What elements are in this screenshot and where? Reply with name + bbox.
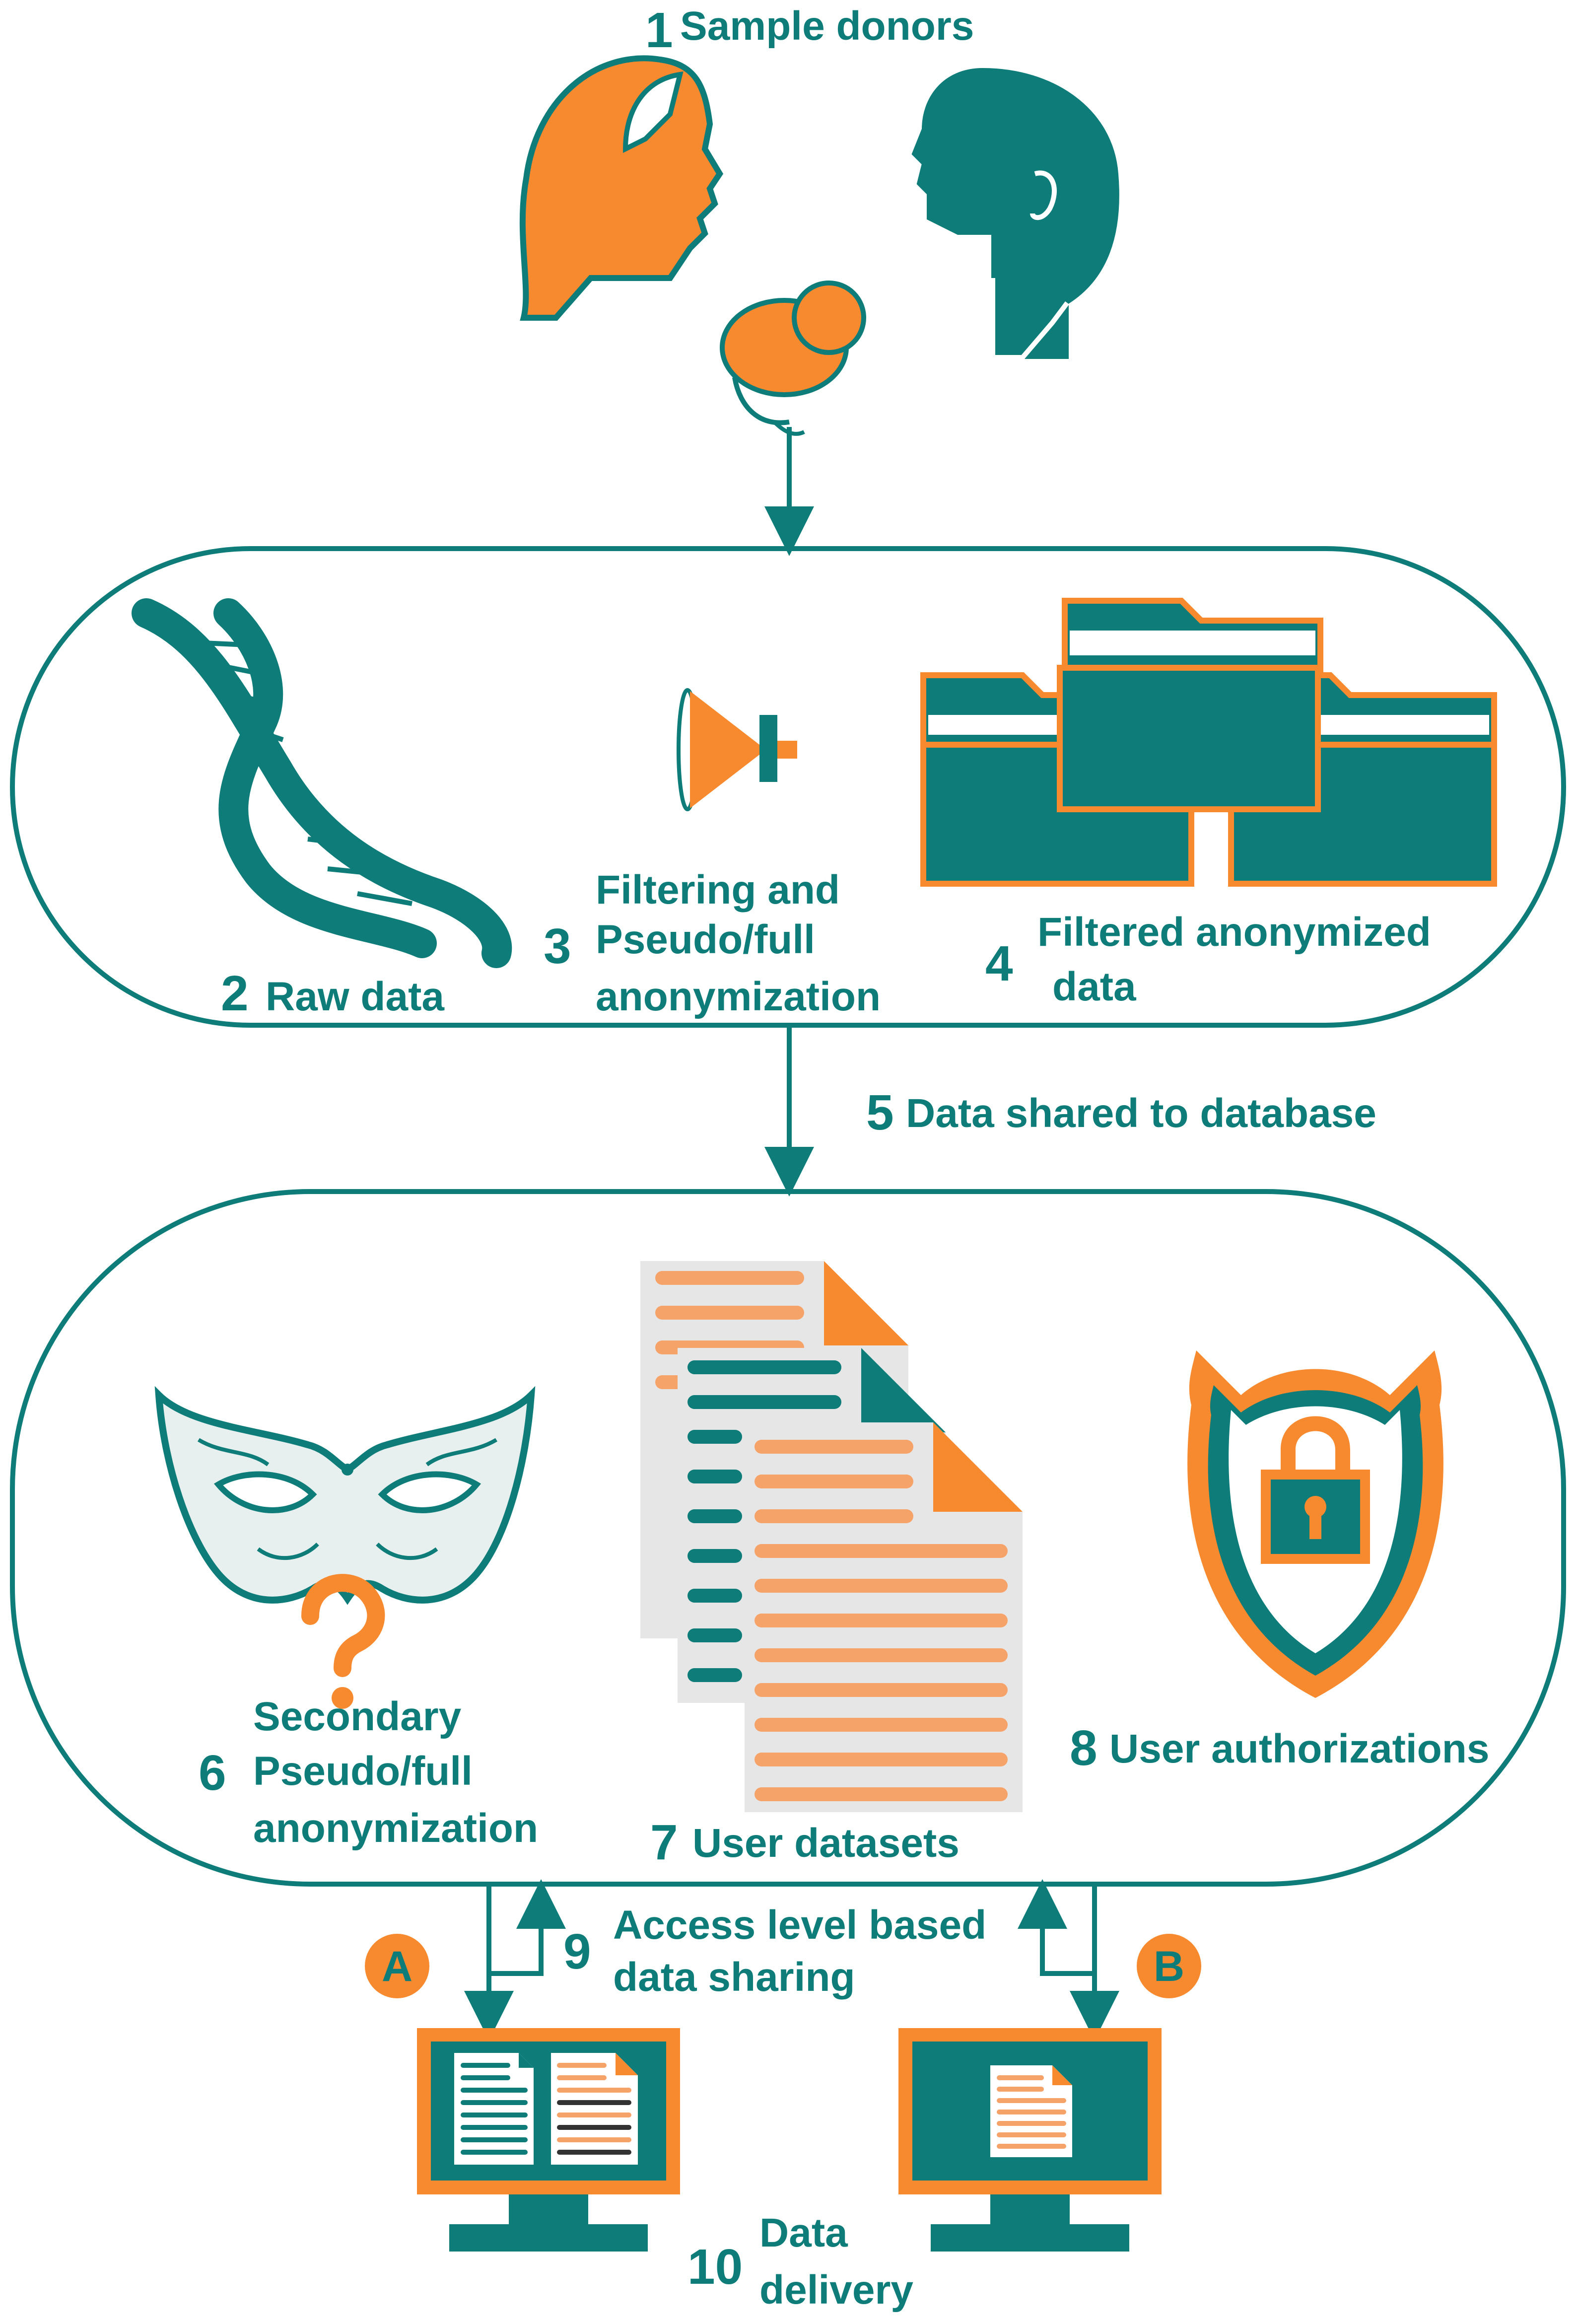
- step-3-line-2: Pseudo/full: [596, 917, 815, 962]
- access-arrows-b: [1018, 1879, 1119, 2041]
- documents-icon: [640, 1261, 1023, 1812]
- step-5-text: Data shared to database: [906, 1091, 1376, 1136]
- step-6-line-3: anonymization: [253, 1806, 538, 1851]
- step-4-line-1: Filtered anonymized: [1037, 910, 1431, 955]
- step-1-text: Sample donors: [680, 3, 974, 49]
- step-9-label: Access level based 9 data sharing: [563, 1902, 986, 2000]
- shield-lock-icon: [1187, 1350, 1443, 1698]
- access-arrows-a: [464, 1879, 566, 2041]
- badge-b: B: [1137, 1934, 1201, 1998]
- funnel-icon: [677, 688, 797, 811]
- step-6-label: Secondary 6 Pseudo/full anonymization: [199, 1694, 538, 1851]
- processing-container: [10, 546, 1566, 1028]
- badge-a-text: A: [382, 1943, 412, 1990]
- step-9-number: 9: [563, 1924, 591, 1979]
- step-7-number: 7: [650, 1815, 678, 1870]
- family-icon: [519, 55, 1119, 436]
- step-10-label: Data 10 delivery: [687, 2210, 913, 2313]
- step-5-label: 5 Data shared to database: [866, 1085, 1376, 1140]
- step-2-label: 2 Raw data: [221, 966, 445, 1021]
- badge-b-text: B: [1154, 1943, 1184, 1990]
- man-icon: [911, 68, 1119, 360]
- step-3-number: 3: [544, 918, 571, 974]
- step-10-number: 10: [687, 2239, 743, 2295]
- question-mark-icon: [301, 1574, 385, 1709]
- step-9-line-2: data sharing: [613, 1955, 855, 2000]
- step-8-number: 8: [1070, 1720, 1098, 1776]
- step-8-text: User authorizations: [1109, 1726, 1489, 1771]
- step-10-line-1: Data: [759, 2210, 848, 2255]
- step-2-text: Raw data: [266, 974, 445, 1019]
- step-1-label: 1 Sample donors: [645, 2, 974, 58]
- step-7-text: User datasets: [692, 1821, 960, 1866]
- monitor-a-icon: [417, 2028, 680, 2252]
- step-3-line-3: anonymization: [596, 974, 881, 1019]
- folders-icon: [920, 598, 1497, 887]
- woman-icon: [519, 55, 724, 321]
- step-4-label: Filtered anonymized 4 data: [985, 910, 1431, 1009]
- step-4-line-2: data: [1052, 964, 1137, 1009]
- step-6-line-2: Pseudo/full: [253, 1749, 473, 1794]
- dna-icon: [132, 598, 512, 968]
- step-5-number: 5: [866, 1085, 894, 1140]
- baby-icon: [720, 281, 866, 436]
- badge-a: A: [365, 1934, 429, 1998]
- mask-icon: [154, 1386, 536, 1605]
- step-3-line-1: Filtering and: [596, 867, 840, 913]
- step-6-number: 6: [199, 1745, 226, 1801]
- step-9-line-1: Access level based: [613, 1902, 986, 1948]
- database-container: [10, 1189, 1566, 1887]
- step-4-number: 4: [985, 936, 1013, 991]
- step-8-label: 8 User authorizations: [1070, 1720, 1489, 1776]
- step-2-number: 2: [221, 966, 249, 1021]
- monitor-b-icon: [898, 2028, 1162, 2252]
- step-3-label: Filtering and 3 Pseudo/full anonymizatio…: [544, 867, 881, 1019]
- step-1-number: 1: [645, 2, 673, 58]
- step-10-line-2: delivery: [759, 2267, 913, 2313]
- step-7-label: 7 User datasets: [650, 1815, 960, 1870]
- step-6-line-1: Secondary: [253, 1694, 462, 1739]
- document-front: [745, 1422, 1023, 1812]
